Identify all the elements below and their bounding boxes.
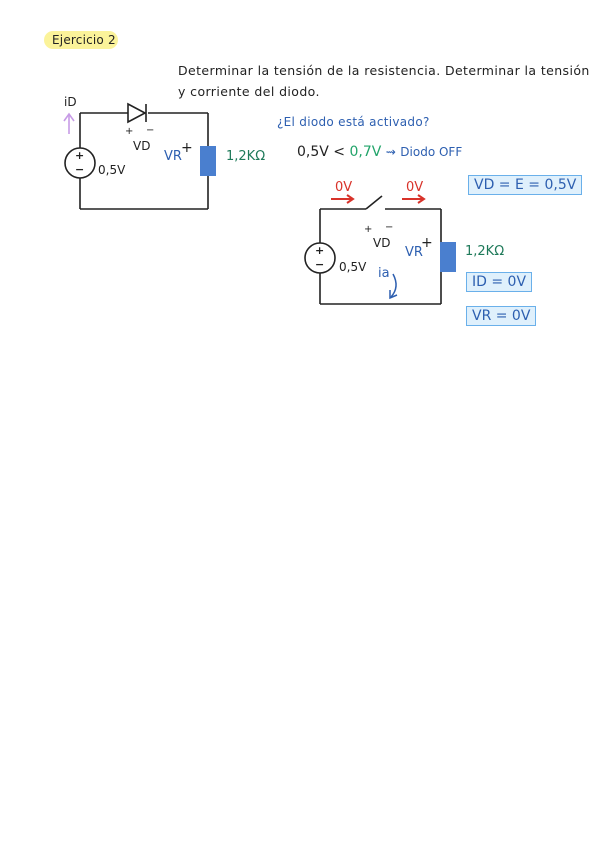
circuit-1-vr-label: VR <box>164 149 182 164</box>
loop-current-arrow-icon <box>389 273 398 300</box>
threshold-voltage: 0,7V <box>349 144 382 160</box>
circuit-2-resistor-label: 1,2KΩ <box>465 244 505 259</box>
circuit-2-minus: − <box>315 258 325 271</box>
voltage-source-2 <box>304 242 336 274</box>
statement-line-1: Determinar la tensión de la resistencia.… <box>178 63 590 78</box>
circuit-1-current-label: iD <box>64 95 77 109</box>
current-arrow-icon <box>63 112 75 134</box>
diode-state: Diodo OFF <box>400 145 463 159</box>
voltage-comparison: 0,5V < 0,7V ⇝ Diodo OFF <box>297 144 462 160</box>
circuit-2-left-voltage: 0V <box>335 180 353 195</box>
circuit-2-vd-minus: − <box>385 222 394 233</box>
title-highlight <box>44 31 118 49</box>
circuit-2-vr-plus: + <box>421 235 433 251</box>
result-vr-box: VR = 0V <box>466 306 537 326</box>
circuit-1-source-label: 0,5V <box>98 163 126 177</box>
resistor-2 <box>440 242 456 272</box>
circuit-2-wires <box>319 195 442 305</box>
circuit-2-vd-label: VD <box>373 236 391 250</box>
circuit-1-wires <box>79 112 209 210</box>
resistor-1 <box>200 146 216 176</box>
statement-line-2: y corriente del diodo. <box>178 84 320 99</box>
circuit-1-plus: + <box>75 149 85 162</box>
circuit-2-current-label: ia <box>378 266 390 281</box>
red-arrow-left-icon <box>331 194 355 204</box>
circuit-1-vr-plus: + <box>181 140 193 156</box>
circuit-2-vr-label: VR <box>405 245 423 260</box>
result-vd-box: VD = E = 0,5V <box>468 175 583 195</box>
result-id-box: ID = 0V <box>466 272 533 292</box>
less-than-sign: < <box>333 144 346 160</box>
diode-question: ¿El diodo está activado? <box>277 115 430 129</box>
circuit-1-vd-minus: − <box>146 125 155 136</box>
circuit-1-resistor-label: 1,2KΩ <box>226 149 266 164</box>
circuit-2-right-voltage: 0V <box>406 180 424 195</box>
exercise-title: Ejercicio 2 <box>52 33 116 47</box>
circuit-2-plus: + <box>315 244 325 257</box>
circuit-2-source-label: 0,5V <box>339 260 367 274</box>
diode-symbol <box>127 102 147 124</box>
circuit-2-vd-plus: + <box>364 224 373 235</box>
circuit-1-minus: − <box>75 163 85 176</box>
red-arrow-right-icon <box>402 194 426 204</box>
voltage-source-1 <box>64 147 96 179</box>
implies-arrow-icon: ⇝ <box>385 145 396 159</box>
circuit-1-vd-plus: + <box>125 126 134 137</box>
circuit-1-vd-label: VD <box>133 139 151 153</box>
source-voltage: 0,5V <box>297 144 329 160</box>
